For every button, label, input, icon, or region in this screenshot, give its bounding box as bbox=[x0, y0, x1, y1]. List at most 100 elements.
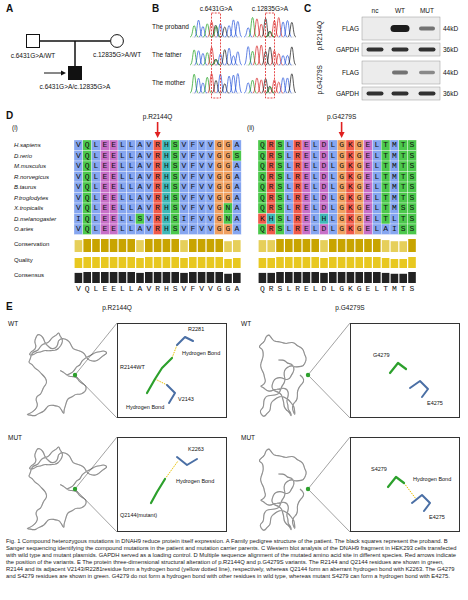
consensus-bar bbox=[154, 272, 162, 283]
zoom-line bbox=[308, 489, 350, 532]
zoom-line bbox=[75, 489, 117, 532]
consensus-bar bbox=[347, 272, 355, 283]
trace-peak bbox=[234, 52, 242, 65]
consensus-bar bbox=[294, 272, 302, 283]
mutation-site bbox=[73, 373, 77, 377]
bond-label: Hydrogen Bond bbox=[413, 476, 451, 482]
variant-arrowhead bbox=[155, 132, 161, 138]
sequence-row: VQLEELLAVRHSVFVVGNA bbox=[76, 203, 243, 214]
lane-label: MUT bbox=[420, 7, 434, 14]
sequence-row: KHSLRELHLGKGELTLTS bbox=[260, 214, 418, 225]
trace-peak bbox=[288, 74, 296, 93]
pedigree-female: c.12835G>A/WT bbox=[110, 34, 124, 48]
consensus-bar bbox=[399, 274, 407, 283]
construct-label: p.G4279S bbox=[316, 65, 323, 94]
variant-arrow bbox=[157, 122, 159, 133]
consensus-bar bbox=[276, 272, 284, 283]
conservation-bar bbox=[391, 241, 399, 252]
panel-letter: A bbox=[6, 3, 13, 15]
residue-stick bbox=[167, 385, 175, 403]
blot-band bbox=[392, 71, 408, 75]
quality-bar bbox=[364, 257, 372, 268]
size-marker: 44kD bbox=[443, 69, 458, 76]
residue-stick bbox=[412, 495, 430, 511]
sequence-row: QRSLRELDLGKGELTMTS bbox=[260, 172, 418, 183]
panel-letter: E bbox=[6, 301, 13, 313]
sequence-row: IQLEELLSVRHSIFVVGNA bbox=[76, 214, 243, 225]
residue-label: G4279 bbox=[373, 352, 390, 358]
zoom-line bbox=[75, 323, 117, 375]
sequence-row: VQLEELLAVRHSVFVVGGA bbox=[76, 182, 243, 193]
species-name: H.sapiens bbox=[14, 142, 41, 149]
quality-bar bbox=[127, 257, 135, 268]
protein-ribbon bbox=[27, 333, 106, 416]
trace-peak bbox=[216, 74, 224, 93]
sequence-row: VQLEELLAVRHSVFVVGGA bbox=[76, 161, 243, 172]
genotype-label: c.12835G>A/WT bbox=[93, 51, 141, 58]
trace-peak bbox=[266, 87, 274, 93]
residue-label: E4275 bbox=[429, 514, 445, 520]
conservation-bar bbox=[163, 239, 171, 252]
conservation-bar bbox=[119, 239, 127, 252]
quality-bar bbox=[355, 257, 363, 268]
hydrogen-bond bbox=[165, 461, 178, 479]
consensus-bar bbox=[285, 272, 293, 283]
conservation-bar bbox=[320, 240, 328, 252]
blot-band bbox=[419, 92, 436, 96]
row-label: The mother bbox=[152, 79, 185, 86]
zoom-line bbox=[308, 437, 350, 489]
blot-band bbox=[367, 92, 384, 96]
antibody-label: FLAG bbox=[342, 25, 359, 32]
variant-arrow bbox=[341, 122, 343, 133]
quality-bar bbox=[294, 257, 302, 268]
quality-bar bbox=[198, 257, 206, 268]
proband-arrowhead bbox=[61, 71, 66, 76]
mutant-residue-stick bbox=[147, 358, 172, 393]
pedigree-male: c.6431G>A/WT bbox=[26, 34, 40, 48]
zoom-inset: S4279Hydrogen BondE4275 bbox=[350, 437, 460, 532]
blot-membrane bbox=[362, 87, 440, 100]
genotype-tag: MUT bbox=[8, 434, 22, 441]
conservation-bar bbox=[207, 239, 215, 252]
quality-bar bbox=[110, 257, 118, 268]
quality-bar bbox=[215, 257, 223, 268]
conservation-bar bbox=[154, 239, 162, 252]
blot-membrane bbox=[362, 43, 440, 56]
blot-band bbox=[419, 27, 435, 31]
size-marker: 36kD bbox=[443, 46, 458, 53]
quality-bar bbox=[171, 257, 179, 268]
conservation-bar bbox=[259, 240, 267, 252]
sequence-row: QRSLRELDLGKGELTMTS bbox=[260, 161, 418, 172]
consensus-bar bbox=[101, 272, 109, 283]
conservation-bar bbox=[355, 239, 363, 252]
blot-band bbox=[367, 48, 384, 52]
quality-bar bbox=[207, 257, 215, 268]
trace-peak bbox=[288, 22, 296, 37]
variant-label: c.6431G>A bbox=[200, 5, 233, 12]
sequence-row: VQLEELLAVRHSVFVVGGA bbox=[76, 172, 243, 183]
quality-bar bbox=[92, 257, 100, 268]
quality-bar bbox=[180, 258, 188, 268]
quality-bar bbox=[285, 257, 293, 268]
conservation-bar bbox=[329, 239, 337, 252]
quality-bar bbox=[408, 257, 416, 268]
lane-label: nc bbox=[372, 7, 379, 14]
hydrogen-bond bbox=[155, 379, 167, 385]
antibody-label: GAPDH bbox=[336, 90, 359, 97]
consensus-bar bbox=[311, 272, 319, 283]
consensus-bar bbox=[224, 274, 232, 283]
bond-label: Hydrogen Bond bbox=[182, 350, 220, 356]
residue-stick bbox=[177, 337, 193, 345]
variant-label: p.G4279S bbox=[327, 113, 356, 120]
conservation-bar bbox=[198, 239, 206, 252]
trace-peak bbox=[208, 73, 216, 93]
quality-bar bbox=[75, 258, 83, 268]
species-name: O.aries bbox=[14, 226, 33, 233]
sequence-row: QRSLRELDLGKGELTMTS bbox=[260, 151, 418, 162]
consensus-bar bbox=[355, 272, 363, 283]
quality-bar bbox=[303, 257, 311, 268]
protein-ribbon bbox=[259, 335, 306, 416]
consensus-bar bbox=[320, 273, 328, 283]
quality-bar bbox=[163, 257, 171, 268]
conservation-bar bbox=[224, 241, 232, 252]
